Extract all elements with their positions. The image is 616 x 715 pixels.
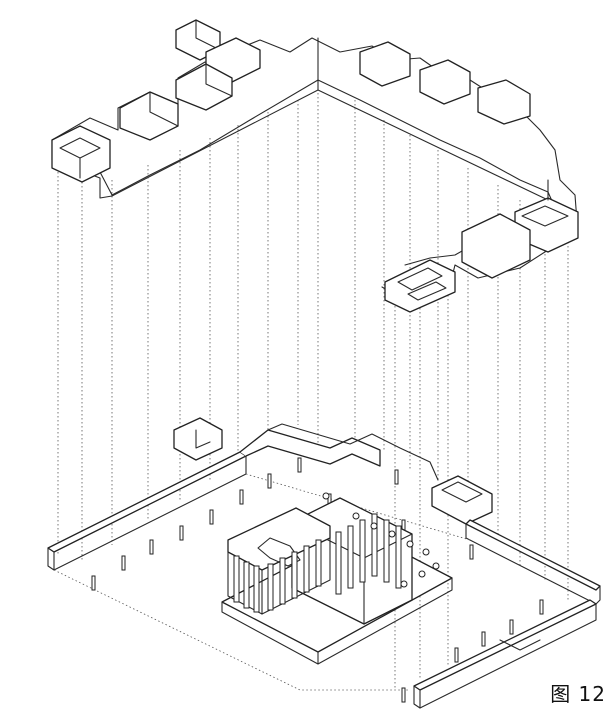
figure-label: 图 12	[550, 682, 606, 706]
projection-lines	[57, 85, 569, 690]
site-posts	[91, 457, 544, 703]
lower-level-walls	[47, 417, 601, 709]
temple-building	[221, 492, 453, 665]
upper-level-wall-ring	[51, 19, 579, 313]
